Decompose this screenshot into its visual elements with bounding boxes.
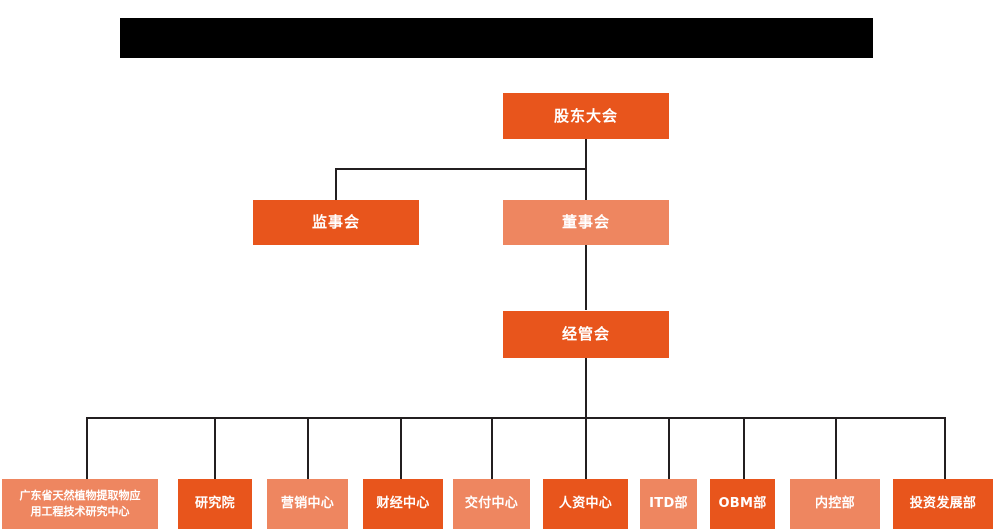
title-banner-redacted [120, 18, 873, 58]
node-shareholders[interactable]: 股东大会 [503, 93, 669, 139]
node-finance-center[interactable]: 财经中心 [363, 479, 443, 529]
node-internal-control-dept[interactable]: 内控部 [790, 479, 880, 529]
node-research-center-line2: 用工程技术研究中心 [30, 505, 130, 518]
connector-drop-institute [214, 417, 216, 479]
node-marketing-center[interactable]: 营销中心 [267, 479, 348, 529]
node-research-center[interactable]: 广东省天然植物提取物应 用工程技术研究中心 [2, 479, 158, 529]
node-research-center-line1: 广东省天然植物提取物应 [19, 489, 141, 503]
connector-drop-finance-center [400, 417, 402, 479]
node-supervisors[interactable]: 监事会 [253, 200, 419, 245]
connector-drop-obm-dept [743, 417, 745, 479]
node-delivery-center[interactable]: 交付中心 [453, 479, 530, 529]
connector-shareholders-stem [585, 139, 587, 169]
node-institute[interactable]: 研究院 [178, 479, 252, 529]
node-management[interactable]: 经管会 [503, 311, 669, 358]
connector-level2-bus [335, 168, 587, 170]
connector-to-directors [585, 168, 587, 200]
node-itd-dept[interactable]: ITD部 [640, 479, 697, 529]
connector-management-stem [585, 358, 587, 418]
connector-drop-hr-center [585, 417, 587, 479]
connector-departments-bus [86, 417, 945, 419]
node-obm-dept[interactable]: OBM部 [710, 479, 775, 529]
node-investment-development-dept[interactable]: 投资发展部 [893, 479, 993, 529]
connector-drop-delivery-center [491, 417, 493, 479]
node-directors[interactable]: 董事会 [503, 200, 669, 245]
connector-directors-to-management [585, 244, 587, 310]
node-hr-center[interactable]: 人资中心 [543, 479, 628, 529]
connector-drop-internal-control-dept [835, 417, 837, 479]
connector-drop-investment-development-dept [944, 417, 946, 479]
connector-drop-marketing-center [307, 417, 309, 479]
connector-drop-itd-dept [668, 417, 670, 479]
connector-drop-research-center [86, 417, 88, 479]
connector-to-supervisors [335, 168, 337, 200]
